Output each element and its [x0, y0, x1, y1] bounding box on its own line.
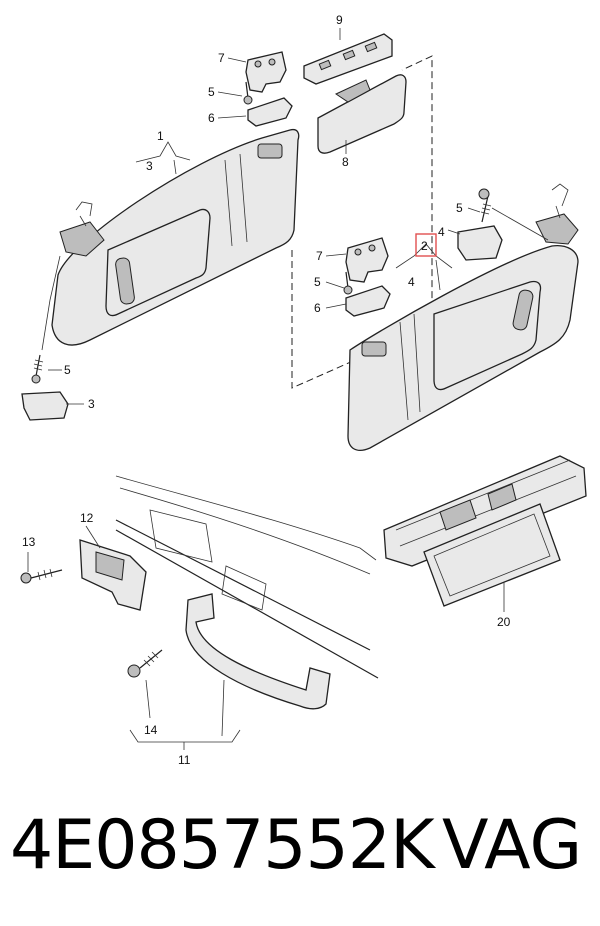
leader-lines	[27, 28, 505, 750]
overhead-console	[383, 455, 587, 607]
handle-screw	[127, 649, 163, 678]
callout-12[interactable]: 12	[80, 511, 94, 525]
lower-clip	[345, 285, 391, 317]
callout-13[interactable]: 13	[22, 535, 36, 549]
callout-7-top[interactable]: 7	[218, 51, 225, 65]
handle-bracket	[79, 539, 147, 611]
right-screw	[478, 188, 492, 223]
callout-2[interactable]: 2	[421, 239, 428, 253]
upper-screw	[243, 81, 253, 105]
callout-14[interactable]: 14	[144, 723, 158, 737]
grab-handle	[185, 593, 331, 710]
callout-5-lower[interactable]: 5	[314, 275, 321, 289]
mirror-cover	[317, 74, 407, 154]
callout-5-left[interactable]: 5	[64, 363, 71, 377]
brand-label: VAG	[442, 806, 583, 885]
callout-1[interactable]: 1	[157, 129, 164, 143]
callout-6-lower[interactable]: 6	[314, 301, 321, 315]
callout-7-lower[interactable]: 7	[316, 249, 323, 263]
part-number: 4E0857552K	[10, 806, 435, 885]
callout-3-left-group[interactable]: 3	[146, 159, 153, 173]
callout-20[interactable]: 20	[497, 615, 511, 629]
mounting-plate	[303, 33, 393, 85]
roof-headliner	[115, 475, 379, 679]
selected-part-highlight	[415, 233, 437, 257]
callout-5-top[interactable]: 5	[208, 85, 215, 99]
callout-4-visor[interactable]: 4	[408, 275, 415, 289]
upper-bracket	[245, 51, 287, 93]
right-clip	[457, 225, 503, 261]
left-clip	[21, 391, 69, 421]
callout-8[interactable]: 8	[342, 155, 349, 169]
left-sun-visor	[41, 128, 300, 351]
right-sun-visor	[347, 183, 579, 451]
callout-6-top[interactable]: 6	[208, 111, 215, 125]
callout-3-left[interactable]: 3	[88, 397, 95, 411]
lower-screw	[343, 271, 353, 295]
upper-clip	[247, 97, 293, 127]
bracket-screw	[20, 568, 63, 584]
parts-diagram: 1 3 7 5 6 9 8 5 3 2 4 5 4 7 5 6 13 12 14…	[20, 13, 587, 767]
lower-bracket	[345, 237, 389, 283]
callout-5-right[interactable]: 5	[456, 201, 463, 215]
left-screw	[31, 354, 44, 384]
callout-9[interactable]: 9	[336, 13, 343, 27]
callout-11[interactable]: 11	[178, 753, 191, 767]
callout-4-right[interactable]: 4	[438, 225, 445, 239]
